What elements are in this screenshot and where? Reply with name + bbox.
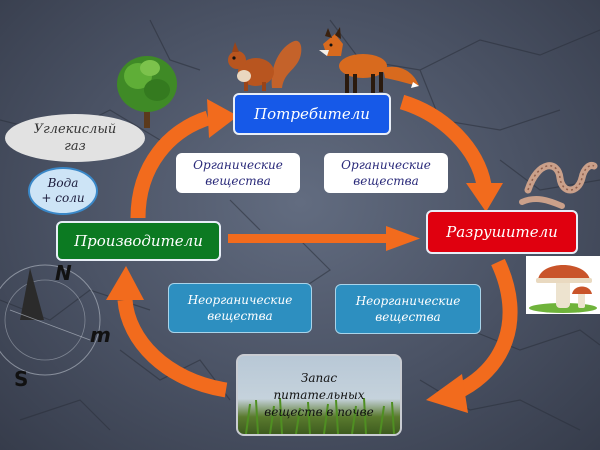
decomposers-label: Разрушители — [446, 223, 558, 241]
compass-south-label: S — [14, 367, 28, 391]
producers-label: Производители — [74, 232, 203, 250]
water-line2: + соли — [41, 191, 85, 205]
water-salts-input: Вода+ соли — [28, 167, 98, 215]
water-line1: Вода — [47, 176, 79, 190]
inorganic-left-line2: вещества — [207, 309, 273, 323]
co2-line2: газ — [64, 139, 86, 154]
soil-nutrients-node: Запас питательных веществ в почве — [236, 354, 402, 436]
soil-line2: питательных — [273, 387, 365, 402]
fox-icon — [319, 27, 419, 94]
organic-right-line1: Органические — [341, 158, 431, 172]
soil-line1: Запас — [300, 370, 338, 385]
squirrel-icon — [228, 40, 302, 91]
arrow-head-to-soil — [426, 374, 468, 413]
organic-left-line1: Органические — [193, 158, 283, 172]
compass-north-label: N — [55, 261, 72, 285]
organic-left-line2: вещества — [205, 174, 271, 188]
consumers-node: Потребители — [233, 93, 391, 135]
arrow-head-to-producers — [106, 266, 144, 300]
producers-node: Производители — [56, 221, 221, 261]
inorganic-right-line2: вещества — [375, 310, 441, 324]
co2-line1: Углекислый — [33, 122, 117, 137]
inorganic-left-line1: Неорганические — [187, 293, 293, 307]
mushroom-icon — [529, 265, 597, 313]
arrow-head-to-consumers — [207, 99, 238, 138]
decomposers-node: Разрушители — [426, 210, 578, 254]
arrow-head-to-decomposers — [466, 183, 503, 212]
organic-matter-left: Органические вещества — [176, 153, 300, 193]
consumers-label: Потребители — [254, 105, 370, 123]
arrow-producers-to-decomposers — [228, 234, 388, 243]
grass-icon — [245, 397, 395, 434]
compass-icon: N S m — [0, 261, 110, 391]
tree-icon — [117, 56, 177, 128]
inorganic-matter-right: Неорганические вещества — [335, 284, 481, 334]
mushroom-card — [526, 256, 600, 314]
inorganic-right-line1: Неорганические — [355, 294, 461, 308]
organic-right-line2: вещества — [353, 174, 419, 188]
soil-line3: веществ в почве — [264, 404, 374, 419]
carbon-dioxide-input: Углекислый газ — [5, 114, 145, 162]
organic-matter-right: Органические вещества — [324, 153, 448, 193]
worm-icon — [519, 162, 598, 209]
inorganic-matter-left: Неорганические вещества — [168, 283, 312, 333]
compass-mark-label: m — [90, 323, 110, 347]
